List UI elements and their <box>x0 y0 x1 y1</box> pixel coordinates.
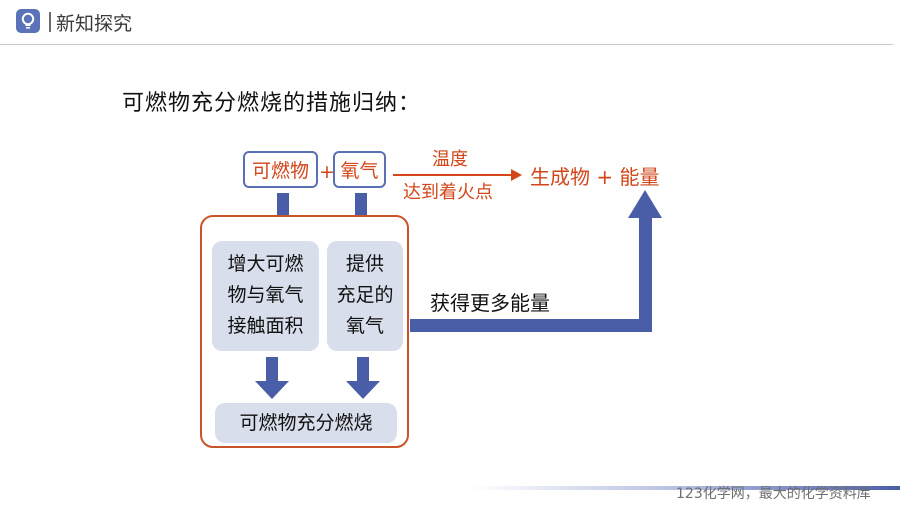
header-divider <box>49 12 51 32</box>
outcome-complete-combustion: 可燃物充分燃烧 <box>215 403 397 443</box>
lightbulb-icon <box>16 9 40 33</box>
down-arrow-right <box>346 357 380 399</box>
reactant-oxygen-box: 氧气 <box>333 151 386 188</box>
energy-gain-arrow <box>410 190 662 332</box>
page-title: 新知探究 <box>56 13 133 35</box>
measure-line: 物与氧气 <box>227 284 304 306</box>
footer-rule <box>470 486 900 490</box>
down-arrow-left <box>255 357 289 399</box>
header-rule <box>0 44 893 45</box>
reactant-fuel-box: 可燃物 <box>243 151 318 188</box>
reaction-arrow <box>393 169 522 181</box>
energy-gain-label: 获得更多能量 <box>430 291 550 315</box>
measure-line: 氧气 <box>345 315 384 337</box>
condition-temperature: 温度 <box>432 149 468 170</box>
footer-watermark: 123化学网，最大的化学资料库 <box>676 486 871 502</box>
measure-line: 接触面积 <box>227 315 304 337</box>
measure-line: 增大可燃 <box>227 253 304 275</box>
condition-ignition: 达到着火点 <box>403 182 493 203</box>
product-energy: 生成物 + 能量 <box>530 165 660 189</box>
measure-line: 充足的 <box>336 284 394 306</box>
measure-surface-area: 增大可燃 物与氧气 接触面积 <box>212 241 319 351</box>
section-heading: 可燃物充分燃烧的措施归纳： <box>122 91 422 116</box>
plus-sign: + <box>319 161 335 183</box>
measure-line: 提供 <box>345 253 384 275</box>
measure-oxygen-supply: 提供 充足的 氧气 <box>327 241 403 351</box>
